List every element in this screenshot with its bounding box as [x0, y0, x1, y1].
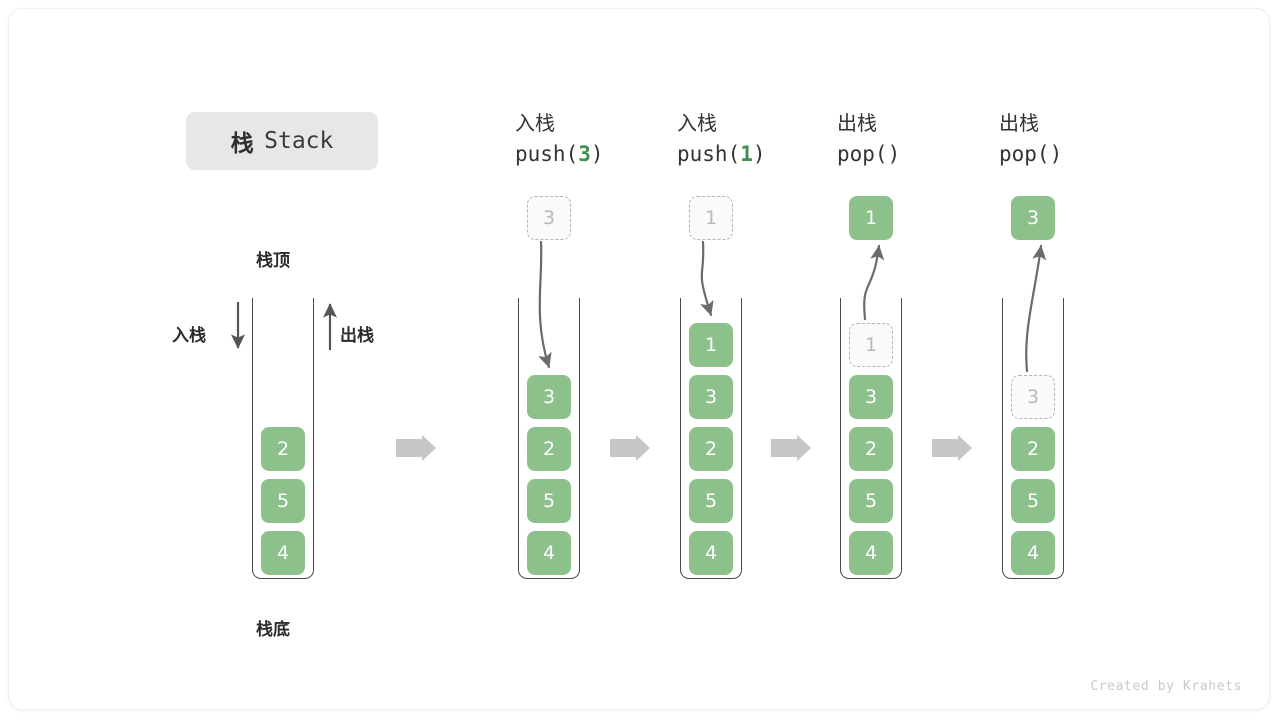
- stack-box-push-1-3: 5: [689, 479, 733, 523]
- title-en: Stack: [264, 128, 334, 154]
- stack-ghost-box-pop-3-0: 3: [1011, 375, 1055, 419]
- stack-box-initial-2: 4: [261, 531, 305, 575]
- stack-box-pop-1-2: 2: [849, 427, 893, 471]
- stack-box-push-3-1: 2: [527, 427, 571, 471]
- stack-box-push-1-2: 2: [689, 427, 733, 471]
- stack-box-pop-1-4: 4: [849, 531, 893, 575]
- column-heading-pop-3: 出栈 pop(): [999, 108, 1169, 170]
- column-heading-pop-1: 出栈 pop(): [837, 108, 1007, 170]
- stack-box-push-1-1: 3: [689, 375, 733, 419]
- column-heading-code: pop(): [999, 142, 1063, 166]
- pending-push-box-push-3: 3: [527, 196, 571, 240]
- stack-container-initial: [252, 298, 314, 579]
- stack-box-push-3-0: 3: [527, 375, 571, 419]
- footer-credit: Created by Krahets: [1090, 679, 1242, 694]
- stack-box-pop-1-3: 5: [849, 479, 893, 523]
- popped-box-pop-3: 3: [1011, 196, 1055, 240]
- stack-box-pop-1-1: 3: [849, 375, 893, 419]
- title-cn: 栈: [230, 131, 255, 157]
- column-heading-cn: 出栈: [837, 111, 877, 135]
- column-heading-cn: 入栈: [515, 111, 555, 135]
- pending-push-box-push-1: 1: [689, 196, 733, 240]
- stack-box-push-3-3: 4: [527, 531, 571, 575]
- stack-box-pop-3-2: 5: [1011, 479, 1055, 523]
- column-heading-cn: 入栈: [677, 111, 717, 135]
- label-stack-top: 栈顶: [256, 251, 290, 271]
- stack-container-push-3: [518, 298, 580, 579]
- column-heading-argument: 1: [740, 142, 753, 166]
- stack-box-push-1-4: 4: [689, 531, 733, 575]
- label-stack-bottom: 栈底: [256, 620, 290, 640]
- column-heading-push-3: 入栈 push(3): [515, 108, 685, 170]
- label-push-direction: 入栈: [172, 326, 206, 346]
- column-heading-cn: 出栈: [999, 111, 1039, 135]
- stack-box-pop-3-1: 2: [1011, 427, 1055, 471]
- column-heading-code: push(1): [677, 142, 766, 166]
- column-heading-code: push(3): [515, 142, 604, 166]
- label-pop-direction: 出栈: [340, 326, 374, 346]
- stack-box-initial-0: 2: [261, 427, 305, 471]
- stack-box-initial-1: 5: [261, 479, 305, 523]
- stack-container-push-1: [680, 298, 742, 579]
- popped-box-pop-1: 1: [849, 196, 893, 240]
- stack-container-pop-3: [1002, 298, 1064, 579]
- stack-container-pop-1: [840, 298, 902, 579]
- stack-box-push-3-2: 5: [527, 479, 571, 523]
- diagram-title-chip: 栈 Stack: [186, 112, 378, 170]
- column-heading-argument: 3: [578, 142, 591, 166]
- stack-box-pop-3-3: 4: [1011, 531, 1055, 575]
- column-heading-code: pop(): [837, 142, 901, 166]
- stack-box-push-1-0: 1: [689, 323, 733, 367]
- stack-ghost-box-pop-1-0: 1: [849, 323, 893, 367]
- column-heading-push-1: 入栈 push(1): [677, 108, 847, 170]
